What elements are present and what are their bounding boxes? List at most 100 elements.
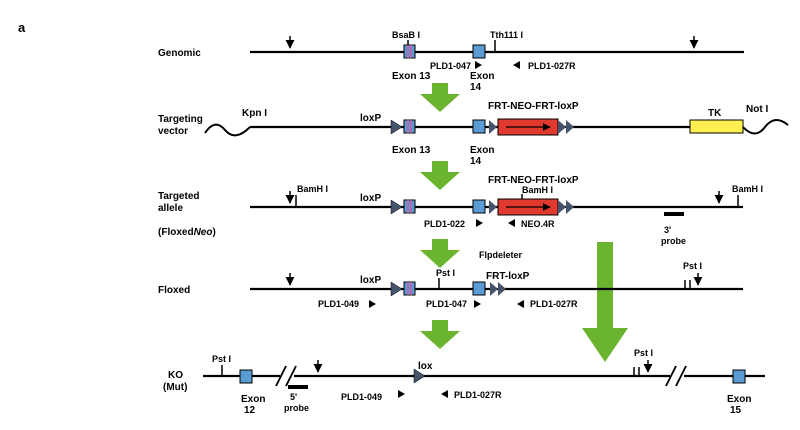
bamh-site-label: BamH I — [732, 184, 763, 194]
not-site-label: Not I — [746, 104, 768, 115]
tth-site-label: Tth111 I — [490, 30, 523, 40]
loxp-triangle — [566, 200, 574, 214]
bamh-site-label: BamH I — [522, 185, 553, 195]
transition-arrow-3 — [420, 239, 460, 268]
loxp-triangle — [566, 120, 574, 134]
primer-pld1-047-label: PLD1-047 — [426, 299, 467, 309]
primer-reverse-arrowhead — [517, 300, 524, 308]
probe-5-label-line1: 5' — [290, 392, 297, 402]
loxp-label: loxP — [360, 193, 381, 204]
primer-pld1-022-label: PLD1-022 — [424, 219, 465, 229]
loxp-label: loxP — [360, 113, 381, 124]
primer-forward-arrowhead — [474, 300, 481, 308]
exon-13-box — [403, 281, 416, 296]
exon-14-box — [472, 44, 486, 59]
flpdeleter-label: Flpdeleter — [479, 250, 523, 260]
frt-triangle — [558, 120, 566, 134]
plasmid-backbone-right — [742, 119, 789, 135]
exon-15-label-line2: 15 — [730, 405, 742, 416]
row-label-ko-line2: (Mut) — [163, 382, 187, 393]
transition-arrow-4 — [420, 320, 460, 349]
primer-reverse-arrowhead — [513, 61, 520, 69]
panel-label: a — [18, 20, 26, 35]
exon-14-label-line1: Exon — [470, 71, 494, 82]
frt-triangle — [489, 120, 497, 134]
gap-break-mark — [665, 365, 677, 387]
pst-site-label: Pst I — [634, 348, 653, 358]
frt-triangle — [489, 200, 497, 214]
kpn-site-label: Kpn I — [242, 108, 267, 119]
transition-arrow-large — [582, 242, 628, 362]
probe-3-label-line1: 3' — [664, 225, 671, 235]
primer-reverse-arrowhead — [441, 390, 448, 398]
exon-12-label-line1: Exon — [241, 394, 265, 405]
bsab-site-label: BsaB I — [392, 30, 420, 40]
frt-triangle — [490, 282, 498, 296]
row-label-genomic: Genomic — [158, 48, 201, 59]
exon-13-box — [403, 199, 416, 214]
pst-site-label: Pst I — [212, 354, 231, 364]
tk-label: TK — [708, 108, 722, 119]
row-floxed: Floxed loxP Pst I FRT-loxP Pst I PLD1-04… — [158, 261, 743, 309]
plasmid-backbone-left — [204, 123, 251, 137]
primer-pld1-049-label: PLD1-049 — [341, 392, 382, 402]
primer-pld1-049-label: PLD1-049 — [318, 299, 359, 309]
row-label-targeted-line3: (FloxedNeo) — [158, 227, 216, 238]
lox-label: lox — [418, 361, 433, 372]
row-label-targeting-line2: vector — [158, 126, 188, 137]
row-label-targeted-line1: Targeted — [158, 191, 200, 202]
pst-site-label: Pst I — [436, 268, 455, 278]
exon-14-label-line2: 14 — [470, 82, 482, 93]
exon-14-box — [472, 119, 486, 134]
loxp-triangle — [390, 119, 403, 135]
lox-triangle — [413, 368, 426, 384]
row-targeted-allele: Targeted allele (FloxedNeo) BamH I loxP … — [158, 175, 763, 246]
primer-forward-arrowhead — [476, 219, 483, 227]
primer-pld1-047-label: PLD1-047 — [430, 61, 471, 71]
exon-12-label-line2: 12 — [244, 405, 256, 416]
exon-14-label-line2: 14 — [470, 156, 482, 167]
bamh-site-label: BamH I — [297, 184, 328, 194]
transition-arrow-2 — [420, 161, 460, 190]
gap-break-mark — [275, 365, 287, 387]
frt-triangle — [558, 200, 566, 214]
loxp-triangle — [390, 281, 403, 297]
exon-13-box — [403, 119, 416, 134]
row-label-floxed: Floxed — [158, 285, 190, 296]
exon-14-box — [472, 281, 486, 296]
exon-13-box — [403, 44, 416, 59]
primer-pld1-027r-label: PLD1-027R — [530, 299, 578, 309]
probe-5-bar — [288, 385, 308, 389]
loxp-triangle — [498, 282, 506, 296]
probe-5-label-line2: probe — [284, 403, 309, 413]
transition-arrow-1 — [420, 83, 460, 112]
exon-13-label: Exon 13 — [392, 145, 431, 156]
tk-cassette — [689, 119, 744, 134]
primer-reverse-arrowhead — [508, 219, 515, 227]
row-genomic: Genomic BsaB I Tth111 I PLD1-047 PLD1-02… — [158, 30, 744, 93]
frt-neo-frt-loxp-label: FRT-NEO-FRT-loxP — [488, 175, 579, 186]
primer-forward-arrowhead — [398, 390, 405, 398]
gap-break-mark — [675, 365, 687, 387]
primer-pld1-027r-label: PLD1-027R — [528, 61, 576, 71]
frt-loxp-label: FRT-loxP — [486, 271, 530, 282]
pst-site-label: Pst I — [683, 261, 702, 271]
exon-15-box — [732, 369, 746, 384]
gap-break-mark — [285, 365, 297, 387]
exon-14-box — [472, 199, 486, 214]
exon-14-label-line1: Exon — [470, 145, 494, 156]
probe-3-label-line2: probe — [661, 236, 686, 246]
loxp-label: loxP — [360, 275, 381, 286]
exon-12-box — [239, 369, 253, 384]
row-ko: KO (Mut) Pst I Exon 12 5' probe lox PLD1… — [163, 348, 765, 416]
primer-pld1-027r-label: PLD1-027R — [454, 390, 502, 400]
loxp-triangle — [390, 199, 403, 215]
frt-neo-frt-loxp-label: FRT-NEO-FRT-loxP — [488, 101, 579, 112]
primer-forward-arrowhead — [475, 61, 482, 69]
probe-3-bar — [664, 212, 684, 216]
exon-13-label: Exon 13 — [392, 71, 431, 82]
primer-forward-arrowhead — [369, 300, 376, 308]
row-targeting-vector: Targeting vector Kpn I loxP FRT-NEO-FRT-… — [158, 101, 789, 167]
